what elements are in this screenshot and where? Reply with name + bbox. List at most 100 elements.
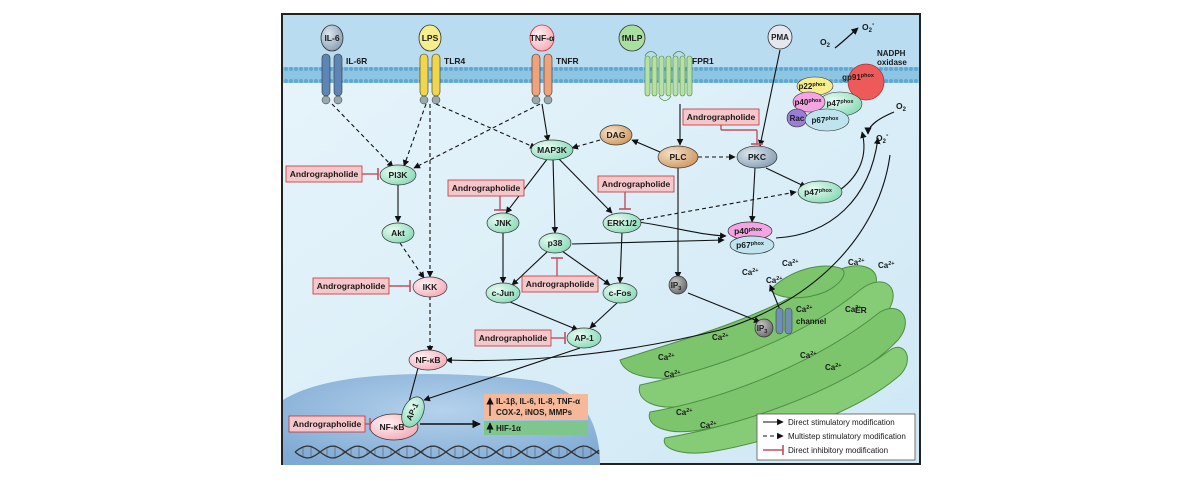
node-erk: ERK1/2 (602, 212, 642, 234)
svg-text:MAP3K: MAP3K (537, 145, 568, 155)
svg-text:PI3K: PI3K (389, 170, 409, 180)
svg-text:NADPH: NADPH (877, 49, 906, 58)
nadph-oxidase-complex: gp91phox p22phox p47phox p40phox Rac p67… (786, 49, 907, 132)
calcium-ion-label: Ca2+ (848, 258, 865, 267)
legend-multistep: Multistep stimulatory modification (788, 432, 906, 441)
calcium-ion-label: Ca2+ (845, 305, 862, 314)
svg-text:Andrographolide: Andrographolide (602, 179, 671, 189)
svg-text:NF-κB: NF-κB (415, 355, 440, 365)
calcium-ion-label: Ca2+ (712, 333, 729, 342)
calcium-ion-label: Ca2+ (800, 351, 817, 360)
tnfa-ligand: TNF-α (529, 24, 555, 52)
node-ap1-nucleus: AP-1 (401, 396, 425, 428)
svg-text:Andrographolide: Andrographolide (452, 183, 521, 193)
svg-text:Akt: Akt (391, 228, 405, 238)
tnfr-receptor: TNFR (531, 53, 579, 105)
inhibitor-andrographolide-ap1: Andrographolide (474, 329, 566, 347)
pma-molecule: PMA (767, 24, 793, 50)
ca-channel: Ca2+ channel (775, 305, 826, 335)
svg-text:Rac: Rac (790, 114, 805, 123)
svg-text:p47phox: p47phox (827, 99, 855, 108)
svg-text:IL-6R: IL-6R (346, 56, 367, 66)
lps-ligand: LPS (418, 24, 442, 52)
extracellular-space (283, 15, 919, 67)
svg-text:Andrographolide: Andrographolide (317, 281, 386, 291)
svg-text:Andrographolide: Andrographolide (290, 169, 359, 179)
svg-text:O2: O2 (820, 37, 831, 49)
svg-text:O2: O2 (896, 101, 907, 113)
calcium-ion-label: Ca2+ (782, 259, 799, 268)
node-p38: p38 (538, 232, 572, 254)
svg-text:p67phox: p67phox (736, 240, 765, 250)
svg-text:JNK: JNK (494, 218, 512, 228)
fpr1-label: FPR1 (692, 56, 714, 66)
svg-text:TNF-α: TNF-α (530, 33, 555, 43)
svg-text:TLR4: TLR4 (444, 56, 466, 66)
inhibitor-andrographolide-p38: Andrographolide (521, 257, 599, 293)
svg-text:LPS: LPS (422, 33, 439, 43)
node-jnk: JNK (486, 212, 520, 234)
svg-text:p40phox: p40phox (734, 226, 763, 236)
calcium-ion-label: Ca2+ (878, 261, 895, 270)
svg-text:ERK1/2: ERK1/2 (607, 218, 637, 228)
svg-text:Andrographolide: Andrographolide (479, 333, 548, 343)
svg-text:TNFR: TNFR (556, 56, 579, 66)
inhibitor-andrographolide-pkc: Andrographolide (682, 108, 763, 145)
svg-text:fMLP: fMLP (622, 33, 643, 43)
endoplasmic-reticulum (619, 265, 908, 454)
svg-text:IL-1β, IL-6, IL-8, TNF-α: IL-1β, IL-6, IL-8, TNF-α (496, 397, 580, 406)
svg-text:IL-6: IL-6 (324, 33, 339, 43)
pathway-arrows (331, 49, 891, 429)
node-akt: Akt (381, 222, 415, 244)
fpr1-receptor (644, 51, 693, 101)
svg-text:PLC: PLC (670, 152, 687, 162)
node-cjun: c-Jun (485, 282, 521, 304)
dna-strand (294, 445, 600, 459)
node-plc: PLC (657, 145, 699, 169)
calcium-ion-label: Ca2+ (766, 276, 783, 285)
node-dag: DAG (599, 124, 633, 146)
node-p40-p67-phox: p40phox p67phox (727, 221, 775, 255)
node-ip3: IP3 (668, 275, 688, 295)
svg-text:p40phox: p40phox (795, 98, 823, 107)
svg-text:COX-2, iNOS, MMPs: COX-2, iNOS, MMPs (496, 408, 573, 417)
fmlp-ligand: fMLP (618, 24, 646, 52)
svg-text:gp91phox: gp91phox (842, 73, 875, 82)
svg-text:Ca2+: Ca2+ (796, 305, 813, 314)
svg-text:HIF-1α: HIF-1α (496, 424, 521, 433)
node-pkc: PKC (736, 145, 778, 169)
svg-text:c-Fos: c-Fos (609, 288, 632, 298)
svg-text:IP3: IP3 (757, 324, 768, 335)
svg-text:PMA: PMA (771, 33, 789, 42)
svg-text:AP-1: AP-1 (574, 333, 594, 343)
gene-expression-hif1a: HIF-1α (484, 421, 588, 435)
calcium-ion-label: Ca2+ (742, 268, 759, 277)
node-ikk: IKK (412, 276, 448, 298)
svg-text:p38: p38 (548, 238, 563, 248)
cell-membrane (283, 67, 919, 83)
calcium-ion-label: Ca2+ (676, 408, 693, 417)
node-cfos: c-Fos (602, 282, 638, 304)
svg-text:Andrographolide: Andrographolide (293, 419, 362, 429)
inhibitor-andrographolide-nfkb: Andrographolide (288, 415, 371, 433)
svg-text:PKC: PKC (748, 152, 766, 162)
node-pi3k: PI3K (379, 164, 417, 186)
node-map3k: MAP3K (530, 139, 574, 161)
svg-text:NF-κB: NF-κB (379, 422, 404, 432)
calcium-ion-label: Ca2+ (658, 353, 675, 362)
svg-text:IKK: IKK (423, 282, 439, 292)
svg-text:p22phox: p22phox (799, 82, 827, 91)
calcium-ion-label: Ca2+ (825, 363, 842, 372)
svg-text:DAG: DAG (607, 130, 626, 140)
inhibitor-andrographolide-jnk: Andrographolide (447, 179, 525, 211)
svg-text:p67phox: p67phox (812, 116, 840, 125)
svg-text:c-Jun: c-Jun (492, 288, 515, 298)
legend: Direct stimulatory modification Multiste… (756, 413, 916, 461)
node-ip3-at-channel: IP3 (754, 318, 774, 338)
svg-text:O2-: O2- (862, 21, 875, 34)
il6-ligand: IL-6 (320, 24, 344, 52)
svg-text:channel: channel (796, 317, 826, 326)
calcium-ion-label: Ca2+ (700, 421, 717, 430)
gene-expression-cytokines: IL-1β, IL-6, IL-8, TNF-α COX-2, iNOS, MM… (484, 394, 588, 420)
